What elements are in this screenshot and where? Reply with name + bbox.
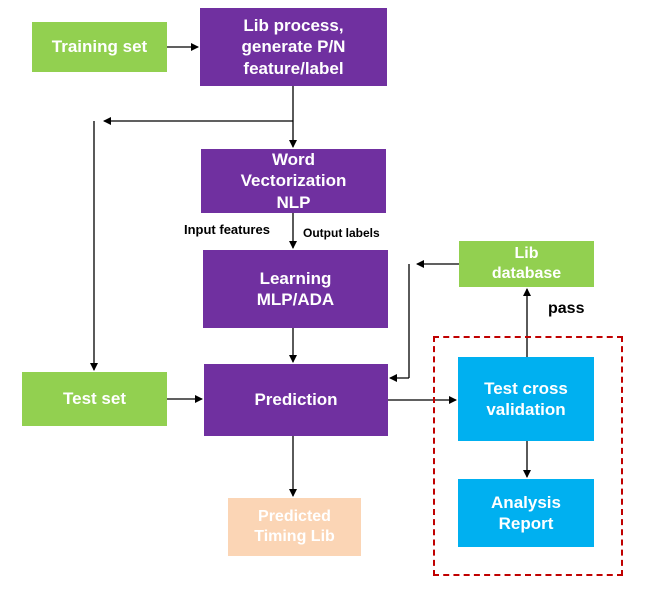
test-set-node: Test set [22,372,167,426]
validation-group-border [433,336,623,576]
learning-label: Learning MLP/ADA [256,268,335,309]
predicted-timing-lib-label: Predicted Timing Lib [254,508,335,545]
lib-process-node: Lib process, generate P/N feature/label [200,8,387,86]
word-vectorization-label: Word Vectorization NLP [240,150,347,212]
analysis-report-label: Analysis Report [491,492,561,533]
lib-process-label: Lib process, generate P/N feature/label [241,16,346,78]
word-vectorization-node: Word Vectorization NLP [201,149,386,213]
learning-node: Learning MLP/ADA [203,250,388,328]
test-set-label: Test set [63,389,126,409]
input-features-label: Input features [184,222,270,237]
training-set-node: Training set [32,22,167,72]
analysis-report-node: Analysis Report [458,479,594,547]
prediction-node: Prediction [204,364,388,436]
predicted-timing-lib-node: Predicted Timing Lib [228,498,361,556]
lib-database-label: Lib database [491,245,562,282]
pass-label: pass [548,300,585,317]
prediction-label: Prediction [254,390,338,410]
lib-database-node: Lib database [459,241,594,287]
test-cross-validation-node: Test cross validation [458,357,594,441]
test-cross-validation-label: Test cross validation [484,378,568,419]
training-set-label: Training set [51,37,148,57]
output-labels-label: Output labels [303,226,380,240]
